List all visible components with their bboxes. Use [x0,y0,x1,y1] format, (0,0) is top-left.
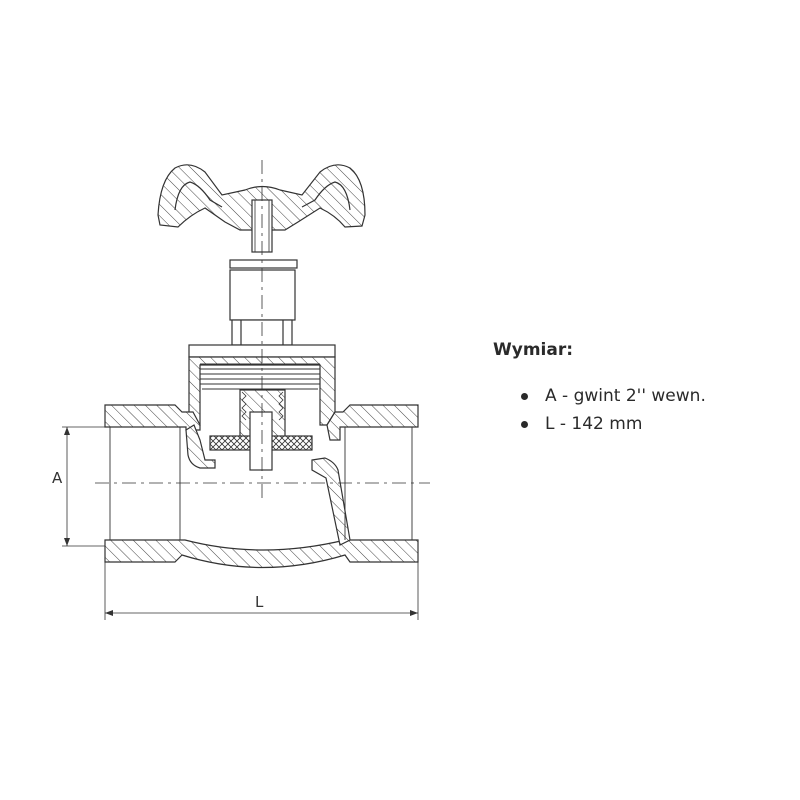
spec-item-text: A - gwint 2'' wewn. [545,386,706,406]
spec-item-text: L - 142 mm [545,414,643,434]
dimension-l-line [104,562,419,620]
body-left-upper [104,404,201,431]
dimensions-spec: Wymiar: A - gwint 2'' wewn. L - 142 mm [493,340,706,438]
bonnet-thread [200,363,320,390]
dimension-a-line [62,426,105,547]
handwheel [157,164,366,231]
stem [229,269,296,321]
body-left-lower [104,539,419,569]
body-seat-wall [311,457,351,546]
bullet-icon [521,393,528,400]
body-wall [185,424,216,469]
stem-washer [229,259,298,269]
dimension-l-label: L [255,593,264,611]
spec-title: Wymiar: [493,340,574,360]
spec-list: A - gwint 2'' wewn. L - 142 mm [493,382,706,438]
spec-item: A - gwint 2'' wewn. [493,382,706,410]
bullet-icon [521,421,528,428]
body-right-upper [326,404,419,441]
dimension-a-label: A [52,469,63,487]
spec-item: L - 142 mm [493,410,706,438]
